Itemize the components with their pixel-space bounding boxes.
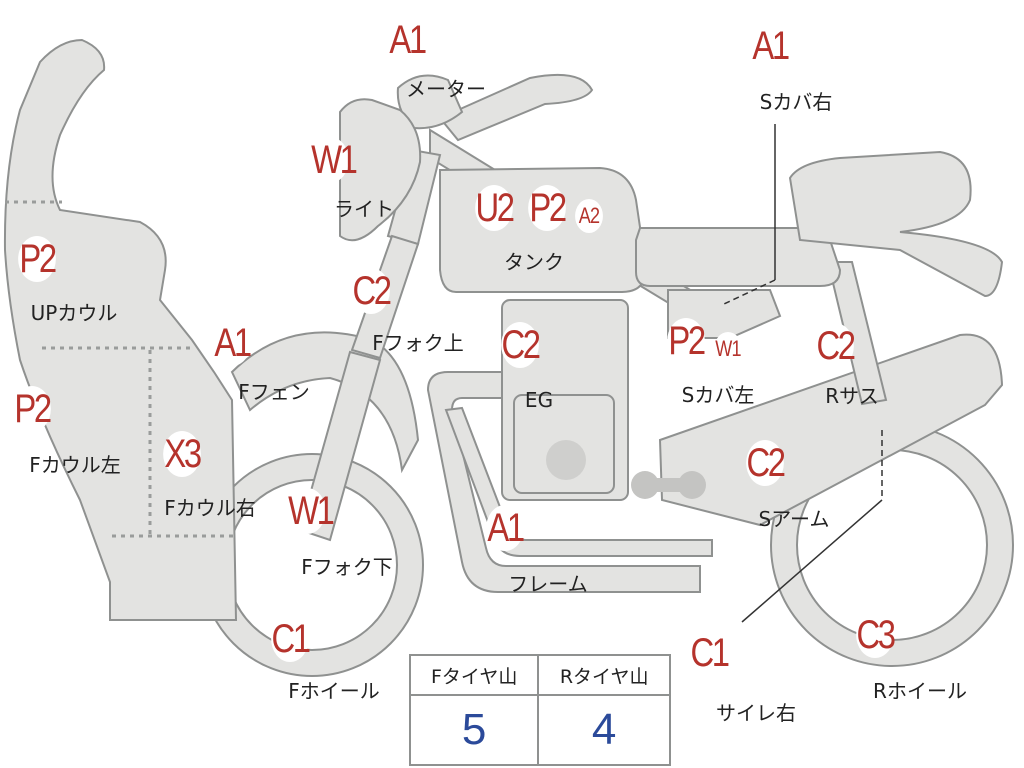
front-cowl-shape (3, 38, 238, 621)
upcowl-grade-marker: P2 (18, 236, 57, 282)
eg-grade-marker: C2 (501, 322, 541, 368)
fwheel-label: Fホイール (288, 679, 380, 703)
tire-tread-table: Fタイヤ山 Rタイヤ山 5 4 (408, 654, 671, 766)
seat-rear-shape (635, 227, 842, 287)
tank-label: タンク (504, 250, 564, 274)
rsus-grade-marker: C2 (816, 323, 856, 369)
rsus-label: Rサス (825, 384, 879, 408)
upcowl-label: UPカウル (30, 301, 118, 325)
ffender-label: Fフェン (238, 380, 310, 404)
light-label: ライト (334, 197, 394, 221)
tank-grade-marker-3: A2 (575, 199, 603, 233)
frame-label: フレーム (508, 572, 588, 596)
frame-grade-marker: A1 (486, 505, 525, 551)
eg-label: EG (524, 388, 554, 412)
footrest-shape (631, 471, 706, 499)
fwheel-grade-marker: C1 (271, 616, 311, 662)
front-tire-value: 5 (408, 694, 540, 766)
fcowl-l-grade-marker: P2 (13, 386, 52, 432)
light-grade-marker: W1 (311, 137, 358, 183)
fcowl-r-grade-marker: X3 (163, 431, 202, 477)
ffork-upper-grade-marker: C2 (352, 268, 392, 314)
fcowl-l-label: Fカウル左 (29, 453, 121, 477)
ffork-lower-grade-marker: W1 (288, 488, 335, 534)
engine-cover-shape (546, 440, 586, 480)
tank-grade-marker-1: U2 (475, 185, 515, 231)
rear-tire-header: Rタイヤ山 (537, 654, 671, 696)
seat-tail-shape (788, 150, 1004, 298)
rwheel-grade-marker: C3 (856, 612, 896, 658)
tank-grade-marker-2: P2 (528, 185, 567, 231)
scover-l-label: Sカバ左 (681, 383, 755, 407)
meter-grade-marker: A1 (388, 17, 427, 63)
fcowl-r-label: Fカウル右 (164, 496, 256, 520)
leader-silencer (741, 499, 883, 623)
silencer-r-grade-marker: C1 (690, 630, 730, 676)
silencer-r-label: サイレ右 (716, 701, 796, 725)
front-tire-header: Fタイヤ山 (408, 654, 540, 696)
sarm-grade-marker: C2 (746, 440, 786, 486)
sarm-label: Sアーム (758, 507, 830, 531)
scover-l-grade-marker-2: W1 (714, 332, 742, 366)
swing-arm-shape (658, 333, 1004, 527)
scover-r-label: Sカバ右 (759, 90, 833, 114)
headlight-shape (339, 98, 422, 242)
rwheel-label: Rホイール (873, 679, 967, 703)
ffork-lower-label: Fフォク下 (301, 555, 393, 579)
handlebar-shape (438, 73, 594, 142)
frame-shape (426, 371, 701, 593)
meter-label: メーター (406, 77, 486, 101)
scover-r-grade-marker: A1 (751, 23, 790, 69)
scover-l-grade-marker-1: P2 (667, 318, 706, 364)
ffender-grade-marker: A1 (213, 320, 252, 366)
rear-tire-value: 4 (537, 694, 671, 766)
ffork-upper-label: Fフォク上 (372, 331, 464, 355)
